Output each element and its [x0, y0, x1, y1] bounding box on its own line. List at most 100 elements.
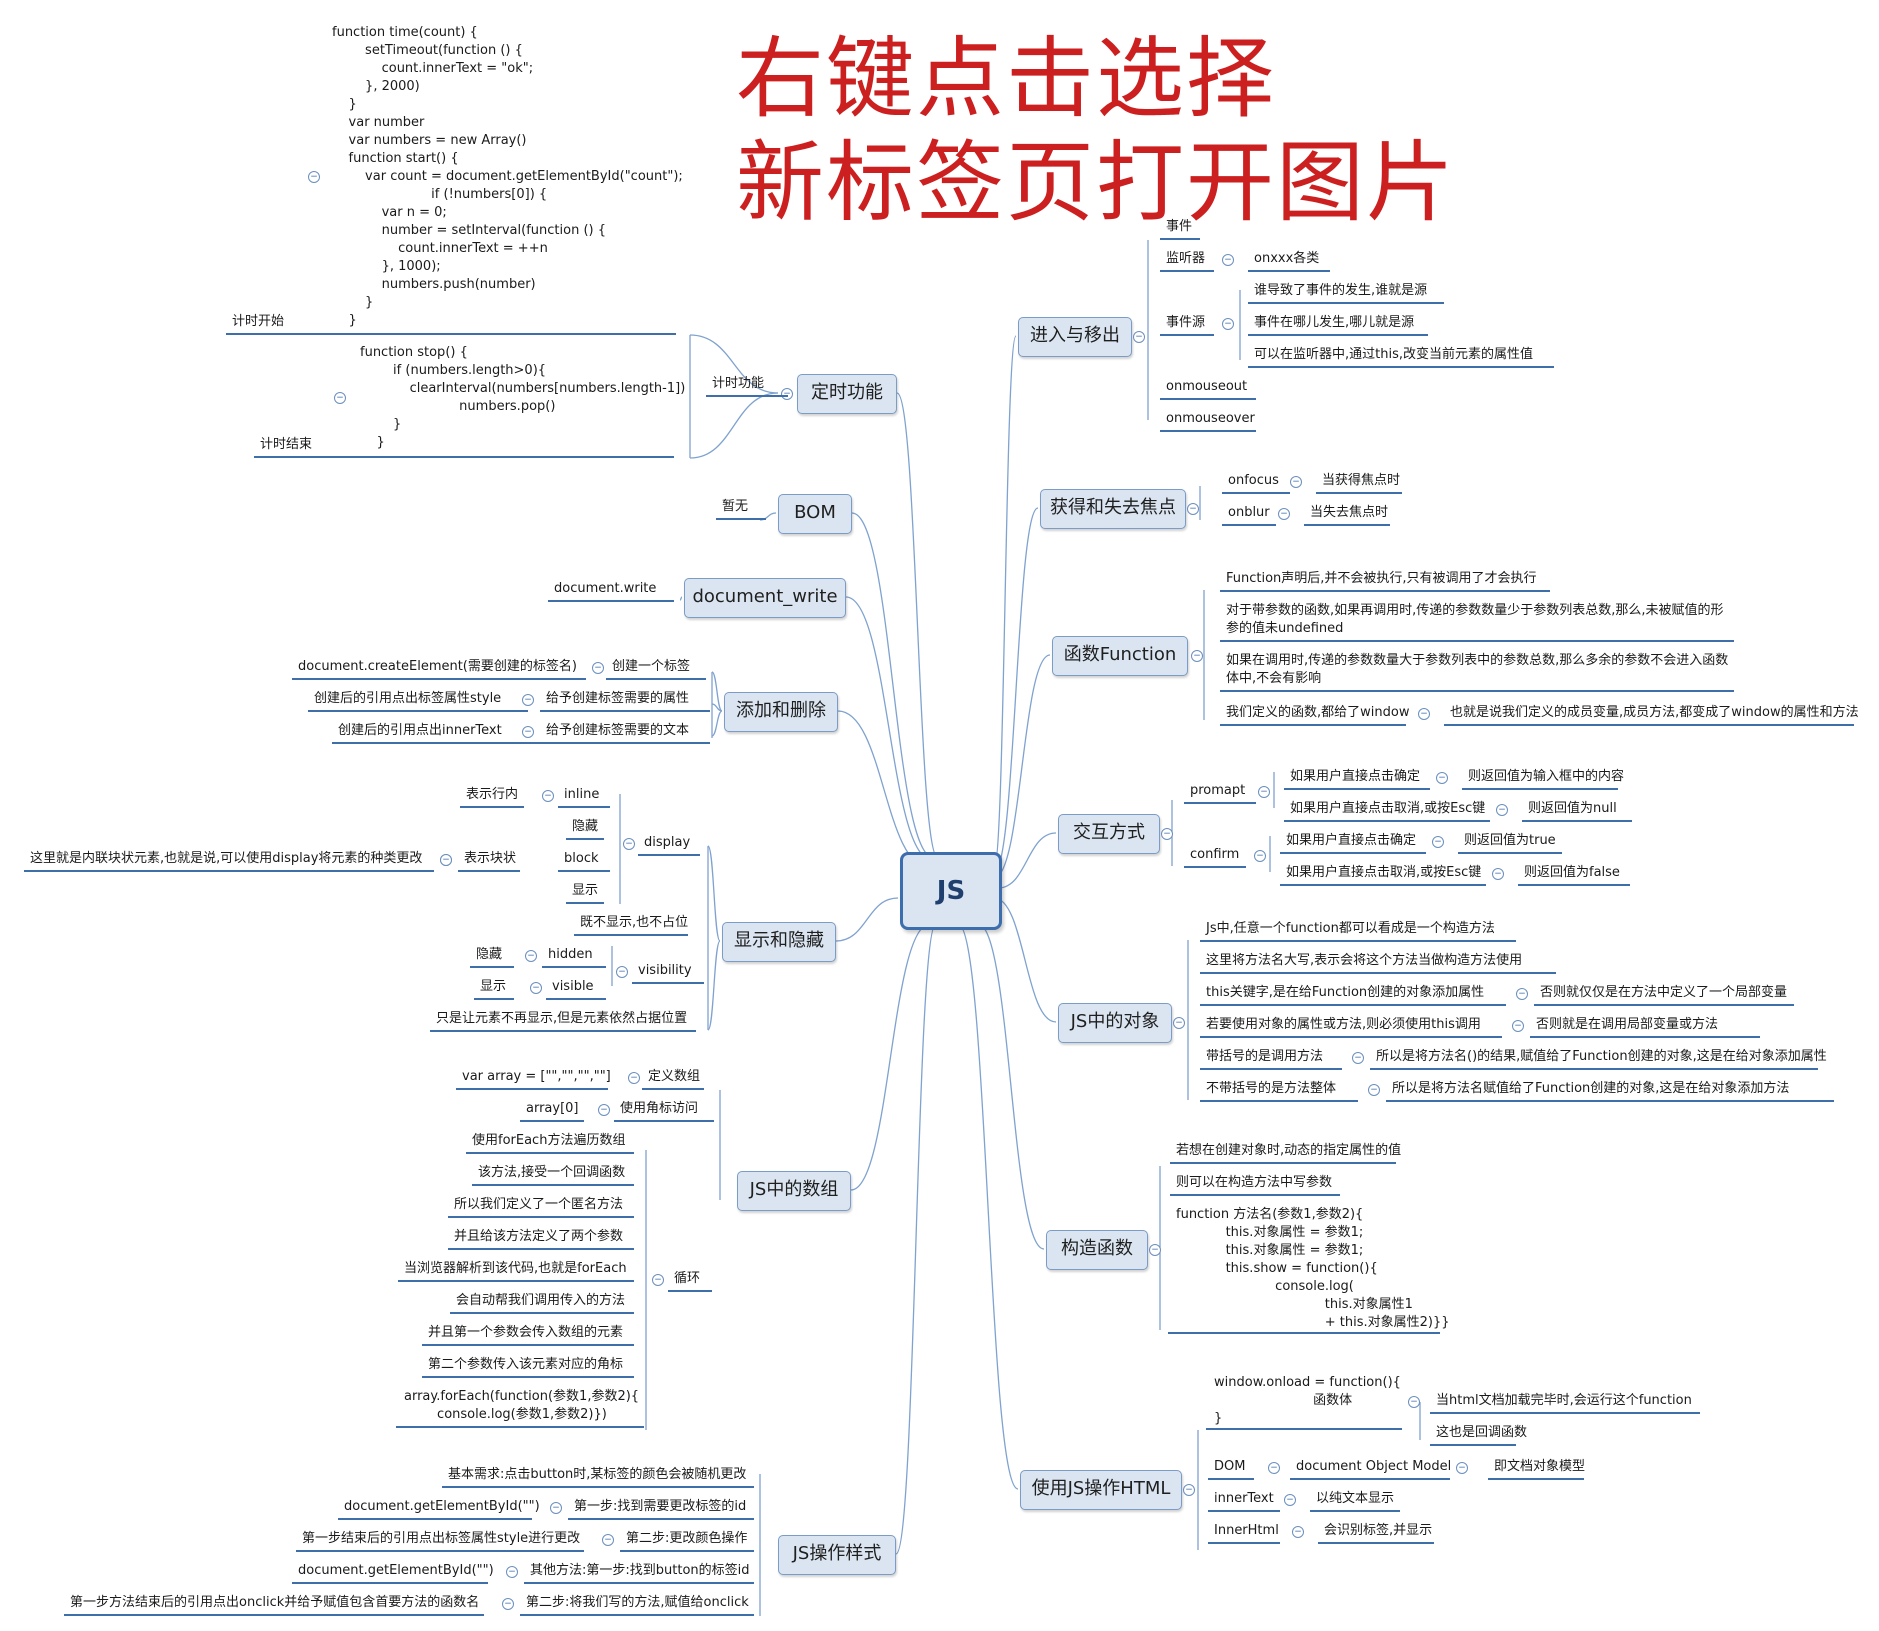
underline — [1280, 852, 1426, 854]
collapse-toggle[interactable]: − — [522, 694, 534, 706]
collapse-toggle[interactable]: − — [602, 1534, 614, 1546]
connector — [993, 654, 1051, 879]
topic-array[interactable]: JS中的数组 — [737, 1171, 851, 1211]
underline — [1200, 1004, 1506, 1006]
collapse-toggle[interactable]: − — [1222, 318, 1234, 330]
collapse-toggle[interactable]: − — [1432, 836, 1444, 848]
array-loop-item: 所以我们定义了一个匿名方法 — [454, 1197, 624, 1212]
collapse-toggle[interactable]: − — [1436, 772, 1448, 784]
underline — [1318, 1542, 1434, 1544]
topic-focus[interactable]: 获得和失去焦点 — [1040, 489, 1186, 529]
topic-html[interactable]: 使用JS操作HTML — [1020, 1470, 1182, 1510]
array-loop-item: 使用forEach方法遍历数组 — [472, 1133, 626, 1148]
underline — [1208, 1542, 1280, 1544]
collapse-toggle[interactable]: − — [308, 171, 320, 183]
object-row: 这里将方法名大写,表示会将这个方法当做构造方法使用 — [1206, 953, 1523, 968]
html-dom-b: document Object Model — [1296, 1459, 1452, 1474]
topic-interact[interactable]: 交互方式 — [1058, 814, 1160, 854]
collapse-toggle[interactable]: − — [1418, 708, 1430, 720]
underline — [632, 982, 704, 984]
underline — [706, 395, 788, 397]
connector — [993, 507, 1039, 873]
collapse-toggle[interactable]: − — [506, 1566, 518, 1578]
topic-object[interactable]: JS中的对象 — [1058, 1003, 1172, 1043]
collapse-toggle[interactable]: − — [1258, 786, 1270, 798]
collapse-toggle[interactable]: − — [1254, 850, 1266, 862]
focus-onfocus-desc: 当获得焦点时 — [1322, 473, 1401, 488]
topic-func[interactable]: 函数Function — [1052, 636, 1188, 676]
underline — [460, 806, 524, 808]
collapse-toggle[interactable]: − — [1456, 1462, 1468, 1474]
underline — [472, 1184, 634, 1186]
collapse-toggle[interactable]: − — [550, 1502, 562, 1514]
collapse-toggle[interactable]: − — [1187, 503, 1199, 515]
collapse-toggle[interactable]: − — [1173, 1017, 1185, 1029]
topic-ctor[interactable]: 构造函数 — [1046, 1230, 1148, 1270]
style-desc: 第二步:将我们写的方法,赋值给onclick — [526, 1595, 749, 1610]
underline — [1200, 940, 1516, 942]
collapse-toggle[interactable]: − — [1278, 508, 1290, 520]
object-row: 若要使用对象的属性或方法,则必须使用this调用 — [1206, 1017, 1481, 1032]
underline — [1534, 1004, 1794, 1006]
collapse-toggle[interactable]: − — [530, 982, 542, 994]
collapse-toggle[interactable]: − — [1292, 1526, 1304, 1538]
collapse-toggle[interactable]: − — [1408, 1396, 1420, 1408]
collapse-toggle[interactable]: − — [1368, 1084, 1380, 1096]
collapse-toggle[interactable]: − — [542, 790, 554, 802]
collapse-toggle[interactable]: − — [1512, 1020, 1524, 1032]
enter-mouseout: onmouseout — [1166, 379, 1248, 394]
object-row: this关键字,是在给Function创建的对象添加属性 — [1206, 985, 1485, 1000]
collapse-toggle[interactable]: − — [628, 1072, 640, 1084]
central-topic[interactable]: JS — [900, 852, 1002, 930]
collapse-toggle[interactable]: − — [1183, 1484, 1195, 1496]
collapse-toggle[interactable]: − — [1492, 868, 1504, 880]
underline — [470, 966, 514, 968]
underline — [338, 1518, 532, 1520]
collapse-toggle[interactable]: − — [616, 966, 628, 978]
collapse-toggle[interactable]: − — [1352, 1052, 1364, 1064]
topic-style[interactable]: JS操作样式 — [778, 1535, 896, 1575]
connector — [707, 845, 721, 942]
style-code: document.getElementById("") — [298, 1563, 494, 1578]
timer-end-label: 计时结束 — [260, 437, 313, 452]
collapse-toggle[interactable]: − — [1290, 476, 1302, 488]
collapse-toggle[interactable]: − — [1222, 254, 1234, 266]
collapse-toggle[interactable]: − — [1516, 988, 1528, 1000]
topic-enterleave[interactable]: 进入与移出 — [1018, 317, 1132, 357]
topic-timer[interactable]: 定时功能 — [797, 374, 897, 414]
collapse-toggle[interactable]: − — [1496, 804, 1508, 816]
topic-adddel[interactable]: 添加和删除 — [724, 692, 838, 732]
collapse-toggle[interactable]: − — [652, 1274, 664, 1286]
visible-desc: 显示 — [480, 979, 507, 994]
collapse-toggle[interactable]: − — [1191, 650, 1203, 662]
topic-showhide[interactable]: 显示和隐藏 — [722, 922, 836, 962]
collapse-toggle[interactable]: − — [334, 392, 346, 404]
collapse-toggle[interactable]: − — [623, 838, 635, 850]
style-desc: 其他方法:第一步:找到button的标签id — [530, 1563, 750, 1578]
collapse-toggle[interactable]: − — [1161, 828, 1173, 840]
collapse-toggle[interactable]: − — [592, 662, 604, 674]
collapse-toggle[interactable]: − — [1133, 331, 1145, 343]
collapse-toggle[interactable]: − — [1284, 1494, 1296, 1506]
collapse-toggle[interactable]: − — [1268, 1462, 1280, 1474]
collapse-toggle[interactable]: − — [1149, 1244, 1161, 1256]
array-def: 定义数组 — [648, 1069, 701, 1084]
html-onload-child-0: 当html文档加载完毕时,会运行这个function — [1436, 1393, 1692, 1408]
collapse-toggle[interactable]: − — [522, 726, 534, 738]
collapse-toggle[interactable]: − — [598, 1104, 610, 1116]
watermark-line-1: 右键点击选择 — [736, 27, 1277, 130]
array-loop-item: 并且第一个参数会传入数组的元素 — [428, 1325, 624, 1340]
collapse-toggle[interactable]: − — [525, 950, 537, 962]
style-desc: 第二步:更改颜色操作 — [626, 1531, 748, 1546]
topic-docwrite[interactable]: document_write — [684, 578, 846, 618]
show1-label: 显示 — [572, 883, 599, 898]
interact-confirm-b: 则返回值为false — [1524, 865, 1620, 880]
collapse-toggle[interactable]: − — [440, 854, 452, 866]
topic-bom[interactable]: BOM — [778, 494, 852, 534]
collapse-toggle[interactable]: − — [502, 1598, 514, 1610]
underline — [1184, 866, 1246, 868]
underline — [1530, 1036, 1760, 1038]
underline — [1200, 1036, 1502, 1038]
collapse-toggle[interactable]: − — [781, 388, 793, 400]
